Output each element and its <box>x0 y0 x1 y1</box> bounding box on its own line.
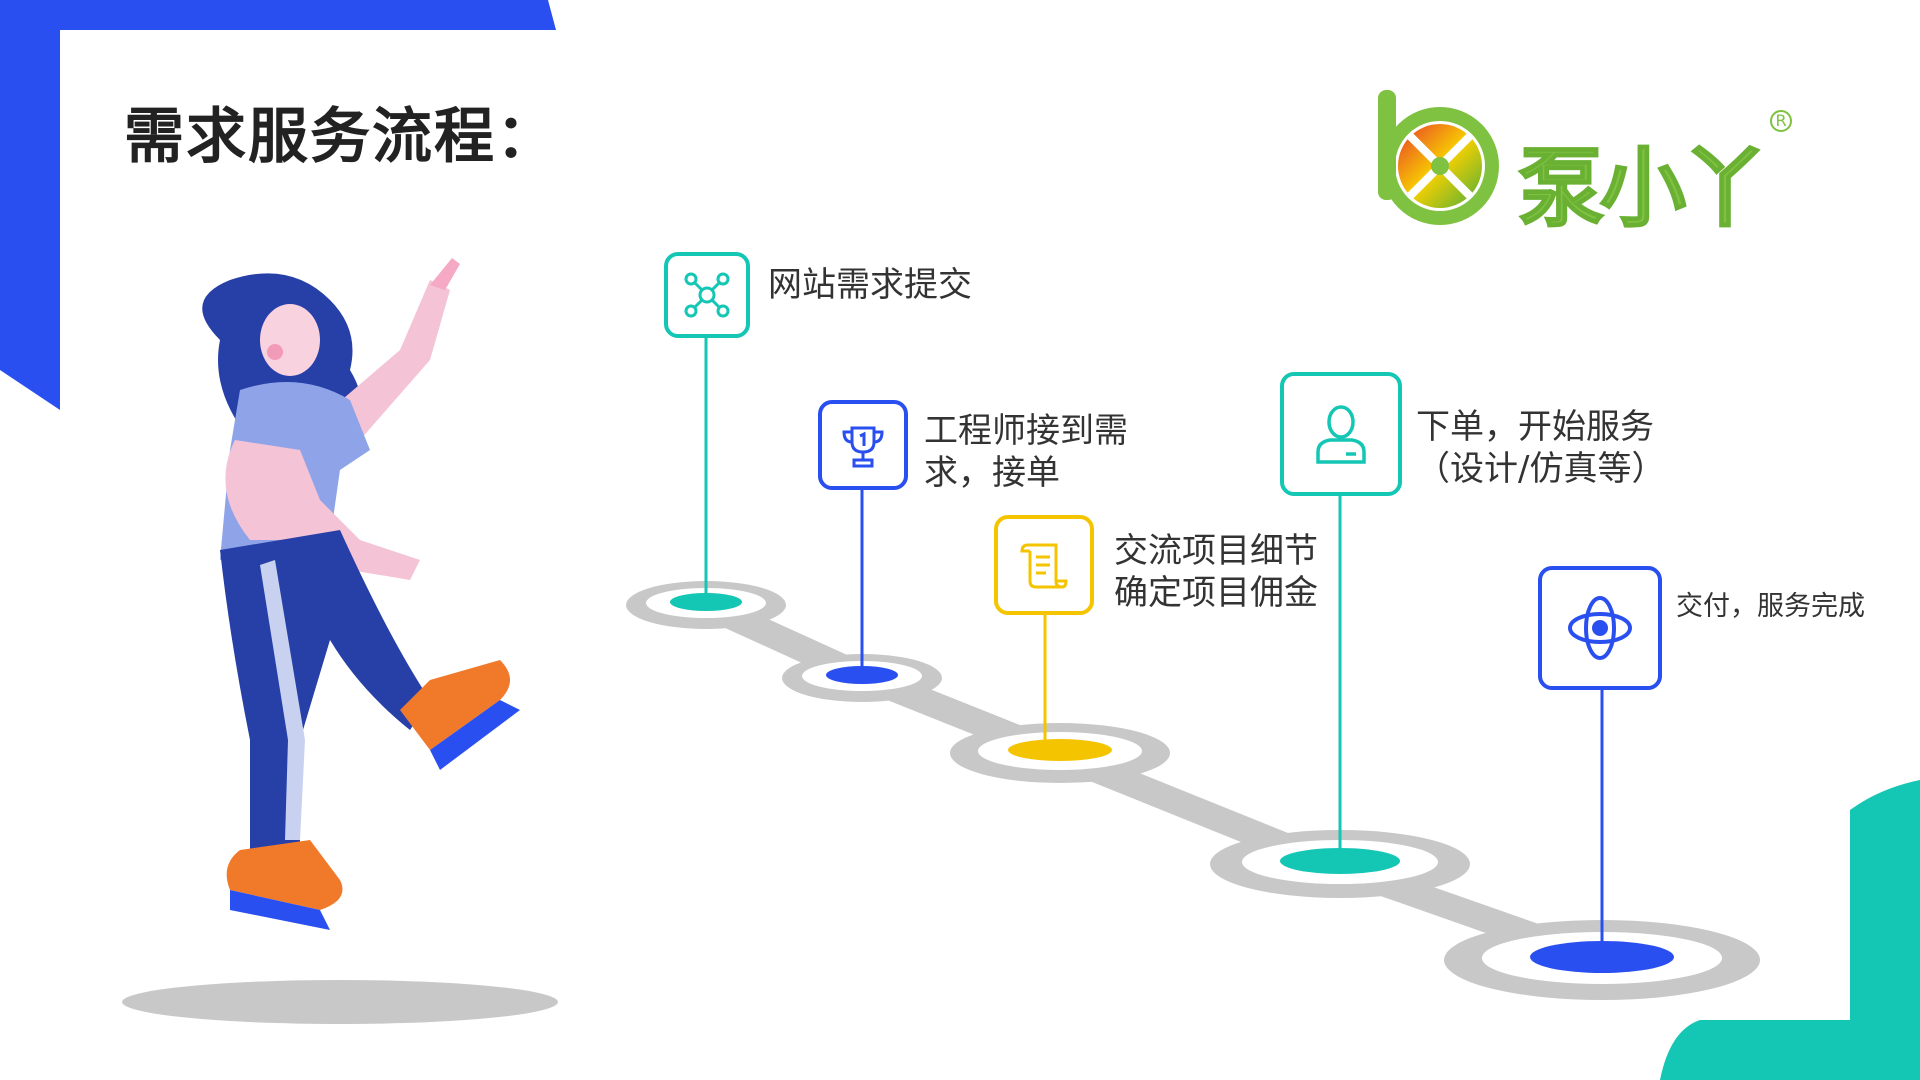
step-1-node <box>664 252 750 338</box>
atom-orbit-icon <box>1568 596 1632 660</box>
logo-registered-mark: R <box>1770 110 1792 132</box>
pointing-person-illustration <box>122 258 558 1024</box>
timeline-disc-3 <box>950 723 1170 783</box>
timeline-disc-5 <box>1444 920 1760 1000</box>
step-5-node <box>1538 566 1662 690</box>
corner-decor-bottom-right <box>1660 780 1920 1080</box>
step-3-label: 交流项目细节 确定项目佣金 <box>1114 531 1318 613</box>
step-3-node <box>994 515 1094 615</box>
corner-decor-top-left <box>0 0 556 410</box>
scroll-document-icon <box>1020 543 1068 589</box>
step-2-label: 工程师接到需 求，接单 <box>924 411 1128 493</box>
logo-text: 泵小丫 <box>1517 138 1769 240</box>
step-2-node <box>818 400 908 490</box>
step-4-node <box>1280 372 1402 496</box>
step-4-label: 下单，开始服务 （设计/仿真等） <box>1416 407 1666 489</box>
user-icon <box>1316 405 1366 464</box>
trophy-icon <box>842 426 884 468</box>
step-1-label: 网站需求提交 <box>768 265 972 305</box>
page-title: 需求服务流程： <box>124 102 558 172</box>
step-5-label: 交付，服务完成 <box>1676 591 1865 622</box>
network-nodes-icon <box>684 272 730 318</box>
timeline-disc-2 <box>782 654 942 702</box>
timeline-disc-4 <box>1210 830 1470 898</box>
logo-emblem-icon <box>1378 90 1499 225</box>
timeline-disc-1 <box>626 581 786 629</box>
